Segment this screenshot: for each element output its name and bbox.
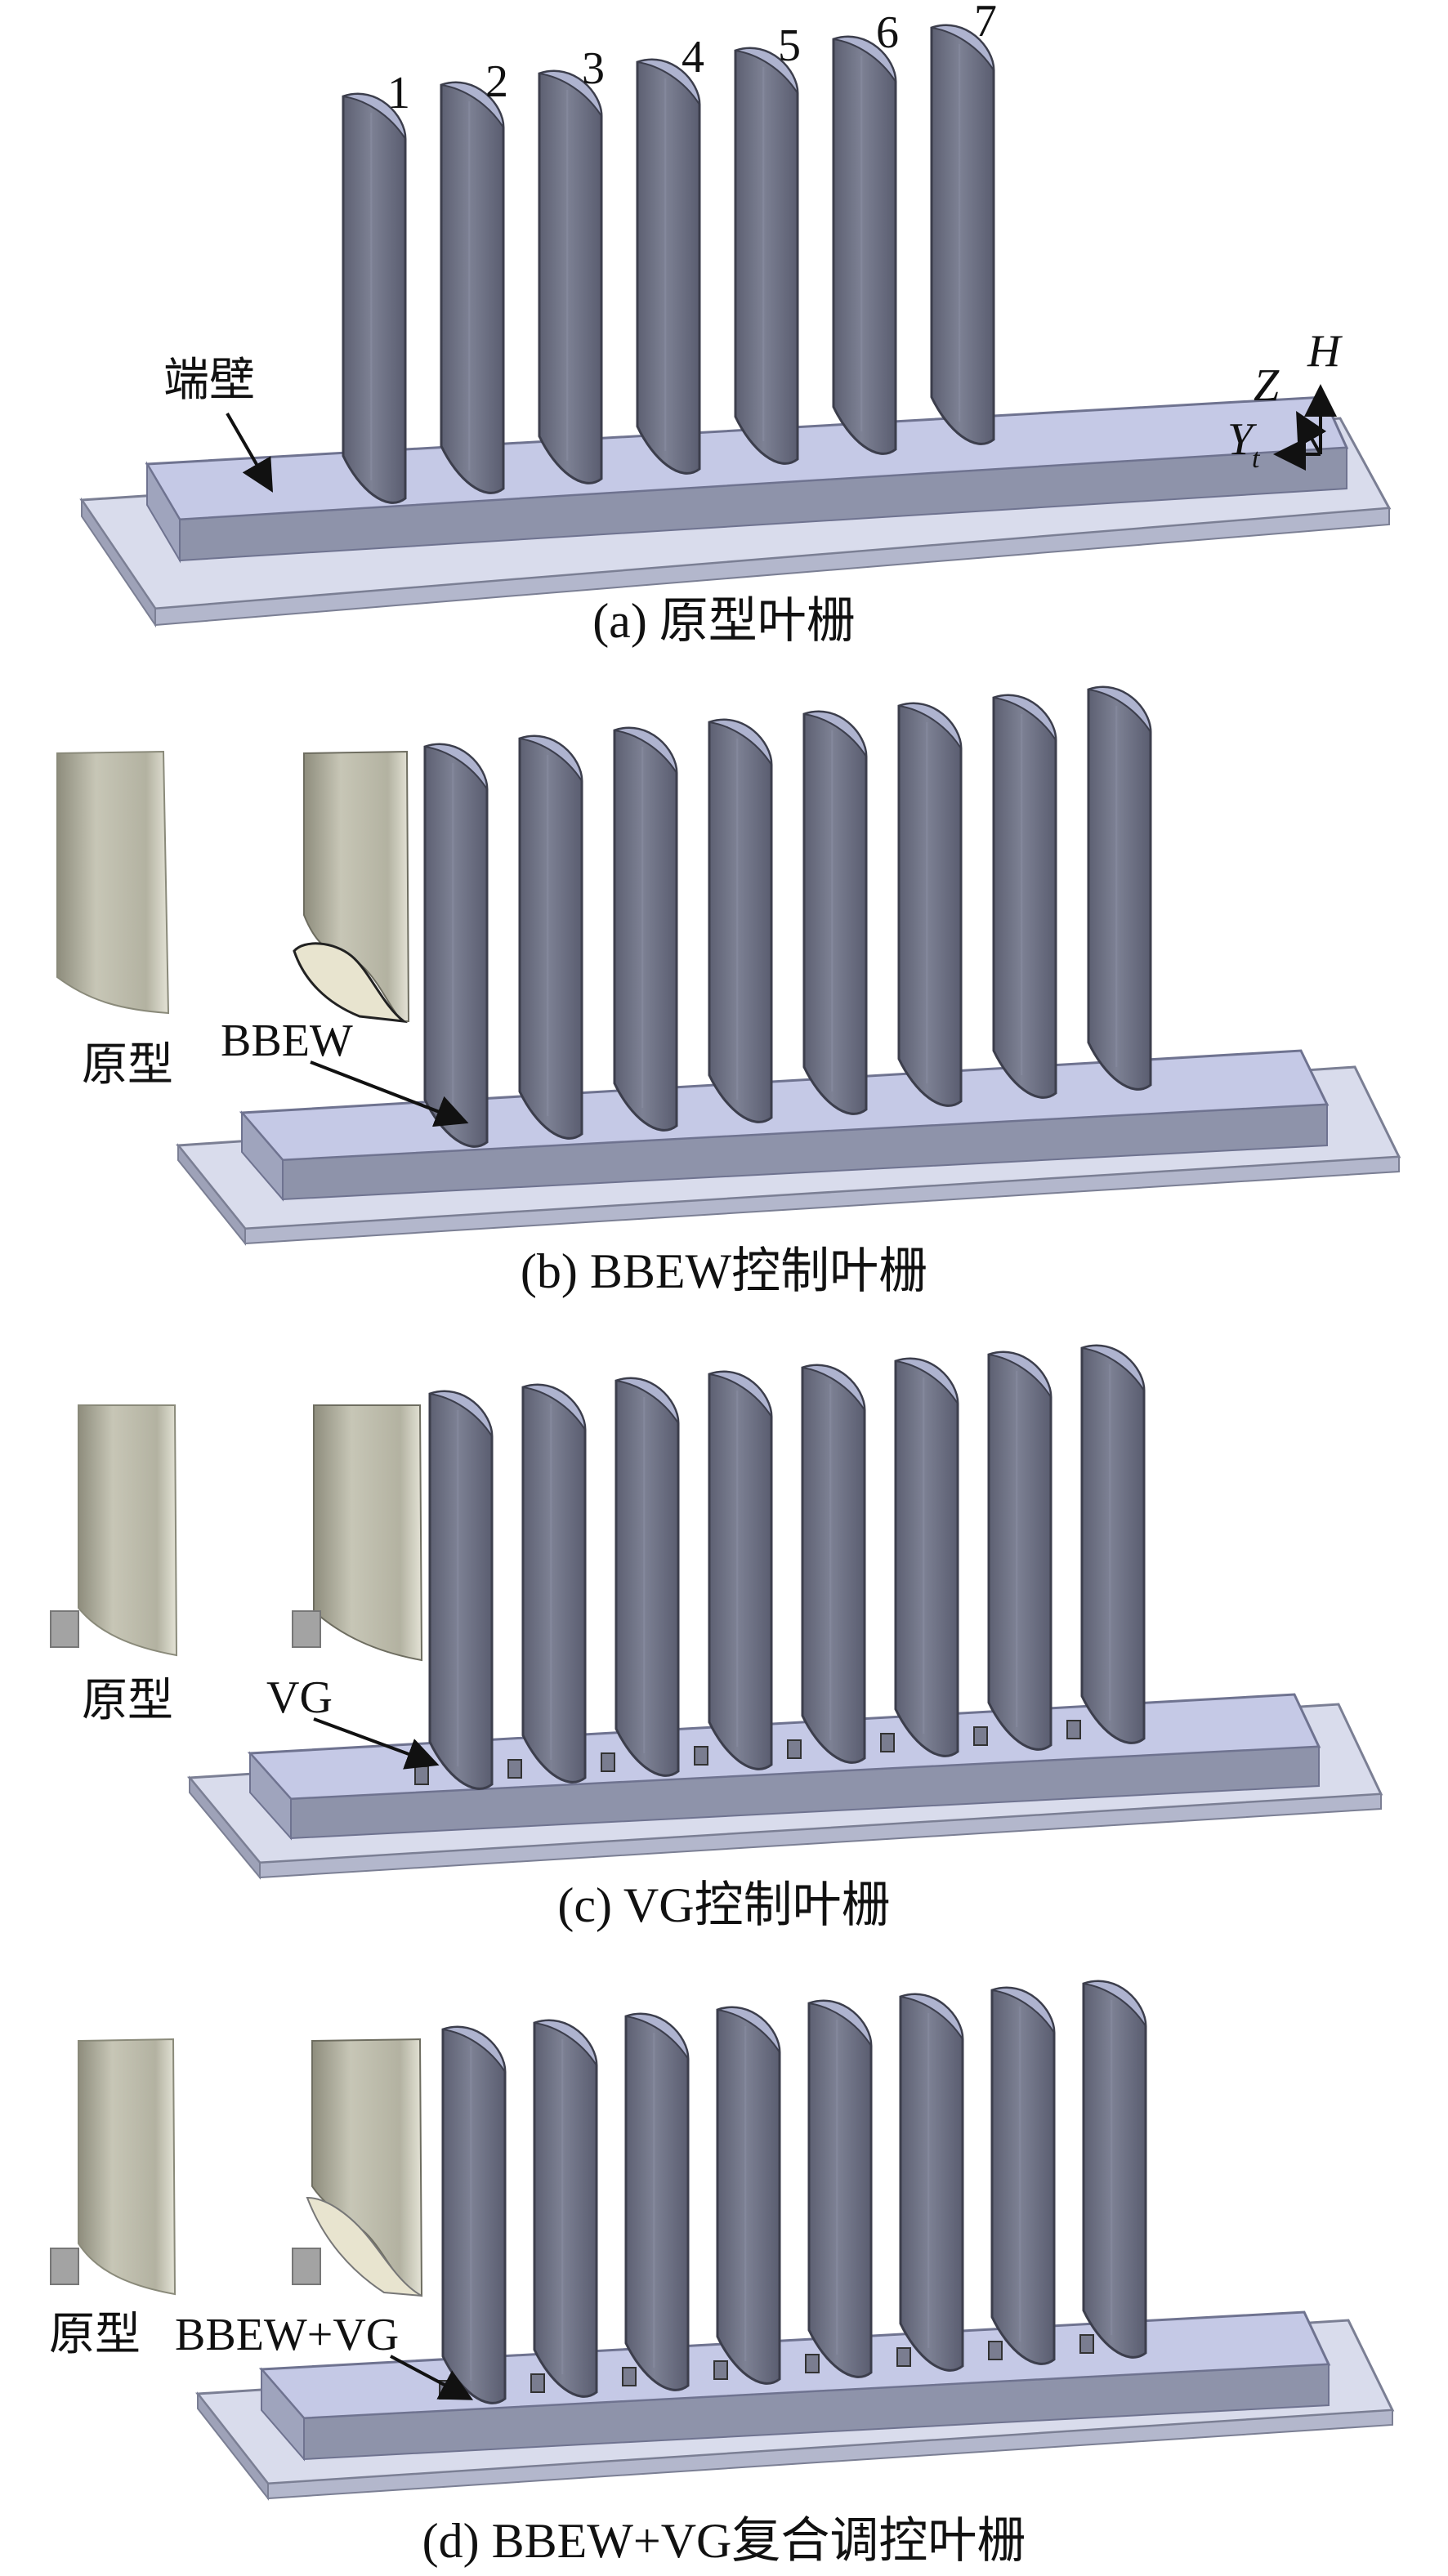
panel-d-blades — [439, 1980, 1147, 2404]
panel-c-vg-tab-4 — [694, 1746, 708, 1766]
panel-d-vg-tab-3 — [622, 2367, 637, 2386]
blade-number-2: 2 — [485, 56, 508, 107]
callout-vg: VG — [266, 1672, 333, 1723]
panel-d-inset-original — [50, 2038, 177, 2296]
inset-label-c: 原型 — [82, 1676, 173, 1726]
blade-number-6: 6 — [876, 7, 899, 58]
panel-c-blade-5 — [801, 1364, 866, 1764]
panel-c-blade-7 — [987, 1351, 1052, 1751]
blade-number-1: 1 — [387, 68, 410, 118]
vg-tab-inset-original — [50, 1610, 79, 1648]
panel-b-blade-7 — [992, 694, 1057, 1099]
panel-c-blade-1 — [428, 1390, 494, 1790]
panel-a-blade-4 — [636, 58, 701, 475]
panel-b-blade-6 — [897, 702, 963, 1107]
panel-d-blade-6 — [899, 1993, 964, 2372]
panel-a: 1 2 3 4 5 6 7 端壁 Z H Y t (a) 原型叶栅 — [79, 0, 1392, 648]
panel-d-blade-3 — [624, 2012, 690, 2391]
axis-z-label: Z — [1254, 360, 1280, 411]
blade-number-4: 4 — [682, 32, 704, 83]
panel-b-blade-3 — [613, 726, 678, 1132]
panel-c-vg-tab-3 — [601, 1752, 615, 1772]
panel-d-vg-tab-7 — [988, 2341, 1003, 2360]
panel-d-inset-modified — [292, 2038, 423, 2297]
panel-c-vg-tab-1 — [414, 1766, 429, 1785]
panel-c-inset-original — [50, 1404, 178, 1657]
panel-c-blade-8 — [1080, 1344, 1146, 1744]
panel-c-vg-tab-5 — [787, 1739, 802, 1759]
panel-a-blade-numbers: 1 2 3 4 5 6 7 — [387, 0, 997, 118]
panel-b-blade-4 — [708, 718, 773, 1123]
vg-tab-inset-modified — [292, 1610, 321, 1648]
panel-d-vg-tab-4 — [713, 2360, 728, 2380]
caption-d: (d) BBEW+VG复合调控叶栅 — [422, 2514, 1026, 2568]
panel-c-vg-tab-2 — [507, 1759, 522, 1779]
panel-c-blades — [414, 1344, 1146, 1790]
panel-c-vg-tab-7 — [973, 1726, 988, 1746]
panel-d-vg-tab-5 — [805, 2354, 820, 2373]
callout-bbew-vg: BBEW+VG — [175, 2310, 399, 2360]
panel-b-blades — [423, 685, 1152, 1148]
axis-y-subscript: t — [1252, 444, 1261, 474]
blade-number-7: 7 — [974, 0, 997, 47]
blade-number-5: 5 — [778, 20, 801, 71]
panel-a-blade-2 — [440, 81, 505, 494]
panel-d: 原型 BBEW+VG (d) BBEW+VG复合调控叶栅 — [49, 1980, 1395, 2568]
panel-d-blade-8 — [1082, 1980, 1147, 2359]
caption-c: (c) VG控制叶栅 — [557, 1878, 890, 1932]
panel-b-blade-8 — [1087, 685, 1152, 1091]
panel-d-endwall — [258, 2310, 1331, 2462]
panel-d-vg-tab-6 — [896, 2347, 911, 2367]
panel-d-blade-7 — [990, 1986, 1056, 2365]
panel-d-blade-5 — [807, 1999, 873, 2378]
caption-a: (a) 原型叶栅 — [592, 594, 856, 648]
axis-y-label: Y — [1227, 414, 1258, 465]
panel-d-blade-4 — [716, 2006, 781, 2385]
panel-d-blade-1 — [441, 2025, 507, 2404]
inset-label-d: 原型 — [49, 2310, 141, 2360]
panel-a-blade-3 — [538, 69, 603, 484]
panel-c: 原型 VG (c) VG控制叶栅 — [50, 1344, 1383, 1932]
panel-b-blade-2 — [518, 734, 583, 1140]
panel-c-blade-6 — [894, 1357, 959, 1757]
axis-h-label: H — [1307, 326, 1343, 377]
panel-d-vg-tab-8 — [1079, 2334, 1094, 2354]
callout-bbew-vg-arrow — [390, 2355, 474, 2400]
vg-tab-inset-original-d — [50, 2248, 79, 2285]
panel-a-blade-6 — [832, 35, 897, 455]
inset-label-b: 原型 — [82, 1040, 173, 1091]
panel-b-blade-5 — [802, 710, 868, 1115]
coordinate-axes: Z H Y t — [1227, 326, 1343, 474]
panel-d-vg-tab-2 — [530, 2373, 545, 2393]
callout-bbew-arrow — [310, 1060, 469, 1127]
endwall-arrow — [226, 412, 274, 493]
panel-b-inset-original — [56, 750, 170, 1015]
panel-a-blade-1 — [342, 92, 407, 504]
panel-c-blade-3 — [615, 1377, 680, 1777]
panel-a-blades — [342, 24, 995, 504]
panel-c-blade-2 — [521, 1383, 587, 1784]
panel-b-blade-1 — [423, 743, 489, 1148]
callout-vg-arrow — [313, 1717, 440, 1770]
blade-number-3: 3 — [582, 43, 605, 94]
panel-c-blade-4 — [708, 1370, 773, 1770]
panel-b: 原型 BBEW (b) BBEW控制叶栅 — [56, 685, 1401, 1298]
panel-c-vg-tab-6 — [880, 1733, 895, 1752]
endwall-label: 端壁 — [163, 355, 255, 406]
callout-bbew: BBEW — [221, 1016, 353, 1066]
panel-a-endwall — [145, 395, 1349, 564]
vg-tab-inset-modified-d — [292, 2248, 321, 2285]
panel-d-blade-2 — [533, 2019, 598, 2398]
panel-c-inset-modified — [292, 1404, 423, 1662]
panel-a-blade-7 — [930, 24, 995, 445]
panel-c-vg-tab-8 — [1066, 1720, 1081, 1739]
caption-b: (b) BBEW控制叶栅 — [521, 1244, 927, 1298]
panel-b-inset-modified — [293, 750, 410, 1024]
panel-a-blade-5 — [734, 47, 799, 465]
